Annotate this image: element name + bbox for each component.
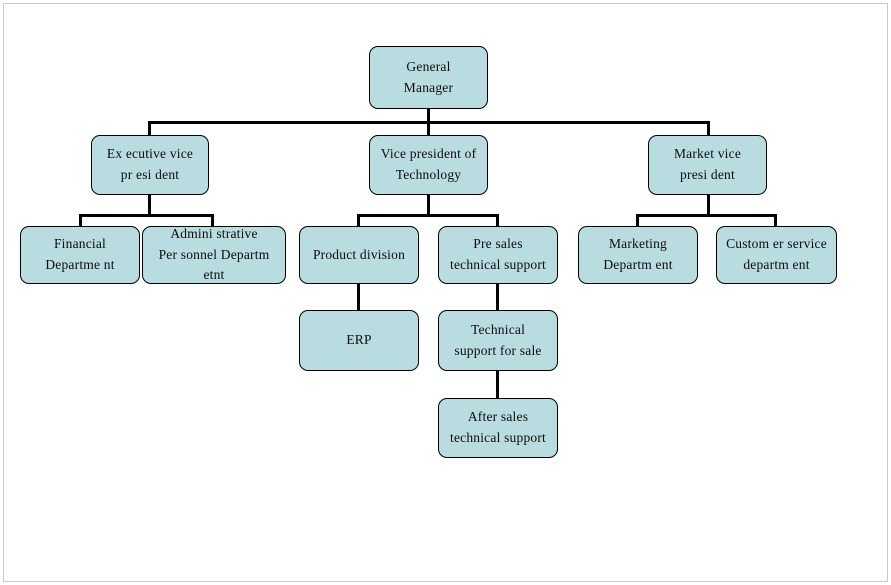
node-after-sales-technical-support-label: After sales technical support	[450, 409, 546, 445]
connector-product-division-to-erp	[357, 283, 360, 310]
connector-vpt-drop-presales	[496, 214, 499, 228]
node-vice-president-technology-label: Vice president of Technology	[380, 146, 477, 182]
connector-mvp-drop-customer-service	[774, 214, 777, 228]
connector-evp-bus	[79, 214, 214, 217]
node-pre-sales-technical-support-label: Pre sales technical support	[450, 236, 546, 272]
node-executive-vice-president-label: Ex ecutive vice pr esi dent	[106, 146, 194, 182]
node-administrative-personnel-department-label: Admini strative Per sonnel Departm etnt	[158, 225, 270, 283]
node-administrative-personnel-department[interactable]: Admini strative Per sonnel Departm etnt	[142, 226, 286, 284]
connector-vpt-bus	[357, 214, 499, 217]
connector-technical-support-to-after-sales	[496, 371, 499, 398]
page-frame-left	[3, 3, 4, 582]
connector-evp-drop-admin	[211, 214, 214, 228]
connector-gm-drop-left	[148, 121, 151, 137]
connector-vpt-drop-product	[357, 214, 360, 228]
node-market-vice-president[interactable]: Market vice presi dent	[648, 135, 767, 195]
connector-mvp-stem	[707, 194, 710, 216]
connector-mvp-bus	[636, 214, 777, 217]
node-technical-support-for-sale[interactable]: Technical support for sale	[438, 310, 558, 371]
page-frame-bottom	[3, 581, 888, 582]
page-frame-top	[3, 3, 888, 4]
node-after-sales-technical-support[interactable]: After sales technical support	[438, 398, 558, 458]
connector-gm-stem	[427, 108, 430, 124]
connector-presales-to-technical-support	[496, 283, 499, 310]
connector-vpt-stem	[427, 194, 430, 216]
node-pre-sales-technical-support[interactable]: Pre sales technical support	[438, 226, 558, 284]
node-vice-president-technology[interactable]: Vice president of Technology	[369, 135, 488, 195]
node-general-manager-label: General Manager	[403, 58, 454, 95]
node-product-division[interactable]: Product division	[299, 226, 419, 284]
connector-evp-drop-financial	[79, 214, 82, 228]
node-product-division-label: Product division	[312, 246, 406, 262]
connector-evp-stem	[148, 194, 151, 216]
node-customer-service-department-label: Custom er service departm ent	[726, 236, 827, 272]
node-general-manager[interactable]: General Manager	[369, 46, 488, 109]
page-frame-right	[887, 3, 888, 582]
node-executive-vice-president[interactable]: Ex ecutive vice pr esi dent	[91, 135, 209, 195]
node-customer-service-department[interactable]: Custom er service departm ent	[716, 226, 837, 284]
connector-gm-drop-right	[707, 121, 710, 137]
node-marketing-department-label: Marketing Departm ent	[603, 236, 673, 272]
node-erp[interactable]: ERP	[299, 310, 419, 371]
connector-mvp-drop-marketing	[636, 214, 639, 228]
node-market-vice-president-label: Market vice presi dent	[673, 146, 742, 182]
node-erp-label: ERP	[346, 332, 372, 348]
node-marketing-department[interactable]: Marketing Departm ent	[578, 226, 698, 284]
node-financial-department-label: Financial Departme nt	[45, 236, 115, 272]
node-financial-department[interactable]: Financial Departme nt	[20, 226, 140, 284]
connector-gm-drop-middle	[427, 121, 430, 137]
node-technical-support-for-sale-label: Technical support for sale	[454, 321, 542, 358]
